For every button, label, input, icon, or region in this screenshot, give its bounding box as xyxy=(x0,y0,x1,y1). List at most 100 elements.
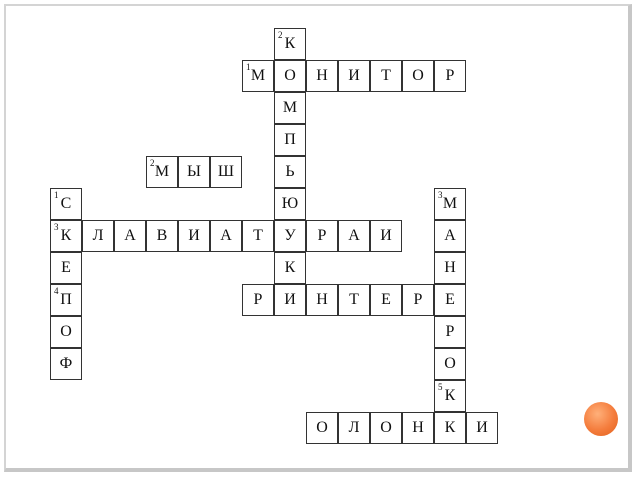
cell-letter: В xyxy=(156,227,168,244)
crossword-cell: Т xyxy=(338,284,370,316)
crossword-cell: И xyxy=(178,220,210,252)
cell-letter: У xyxy=(284,227,296,244)
crossword-cell: М xyxy=(274,92,306,124)
cell-letter: О xyxy=(316,419,328,436)
crossword-cell: И xyxy=(370,220,402,252)
cell-letter: Ы xyxy=(187,163,201,180)
crossword-cell: К xyxy=(434,412,466,444)
clue-number: 3 xyxy=(438,190,443,200)
clue-number: 2 xyxy=(150,158,155,168)
crossword-cell: Т xyxy=(370,60,402,92)
crossword-cell: П xyxy=(274,124,306,156)
crossword-cell: И xyxy=(338,60,370,92)
crossword-cell: Р xyxy=(402,284,434,316)
crossword-cell: А xyxy=(338,220,370,252)
crossword-cell: Е xyxy=(50,252,82,284)
cell-letter: К xyxy=(444,419,456,436)
clue-number: 4 xyxy=(54,286,59,296)
cell-letter: Л xyxy=(348,419,360,436)
cell-letter: П xyxy=(60,291,72,308)
cell-letter: Ь xyxy=(285,163,295,180)
cell-letter: К xyxy=(60,227,72,244)
cell-letter: И xyxy=(348,67,360,84)
cell-letter: И xyxy=(284,291,296,308)
crossword-cell: Е xyxy=(434,284,466,316)
cell-letter: О xyxy=(444,355,456,372)
cell-letter: Р xyxy=(413,291,423,308)
cell-letter: И xyxy=(380,227,392,244)
cell-letter: Р xyxy=(445,67,455,84)
clue-number: 5 xyxy=(438,382,443,392)
crossword-cell: О xyxy=(274,60,306,92)
crossword-cell: О xyxy=(50,316,82,348)
crossword-cell: А xyxy=(434,220,466,252)
cell-letter: К xyxy=(284,35,296,52)
cell-letter: И xyxy=(188,227,200,244)
slide-frame xyxy=(4,4,632,472)
cell-letter: С xyxy=(60,195,72,212)
cell-letter: Е xyxy=(61,259,71,276)
cell-letter: М xyxy=(282,99,298,116)
crossword-cell: Ф xyxy=(50,348,82,380)
crossword-cell: Л xyxy=(338,412,370,444)
decorative-dot xyxy=(584,402,618,436)
cell-letter: Е xyxy=(445,291,455,308)
crossword-cell: В xyxy=(146,220,178,252)
cell-letter: Н xyxy=(444,259,456,276)
cell-letter: К xyxy=(284,259,296,276)
crossword-cell: Р xyxy=(434,60,466,92)
cell-letter: А xyxy=(124,227,136,244)
crossword-cell: О xyxy=(370,412,402,444)
cell-letter: О xyxy=(284,67,296,84)
cell-letter: Н xyxy=(316,67,328,84)
cell-letter: М xyxy=(154,163,170,180)
cell-letter: М xyxy=(442,195,458,212)
cell-letter: А xyxy=(444,227,456,244)
cell-letter: И xyxy=(476,419,488,436)
crossword-cell: Ш xyxy=(210,156,242,188)
cell-letter: О xyxy=(412,67,424,84)
clue-number: 3 xyxy=(54,222,59,232)
crossword-cell: Р xyxy=(434,316,466,348)
crossword-cell: И xyxy=(274,284,306,316)
cell-letter: Р xyxy=(317,227,327,244)
cell-letter: Н xyxy=(316,291,328,308)
clue-number: 1 xyxy=(54,190,59,200)
crossword-cell: И xyxy=(466,412,498,444)
crossword-cell: О xyxy=(402,60,434,92)
crossword-cell: Ю xyxy=(274,188,306,220)
cell-letter: Ю xyxy=(281,195,299,212)
crossword-cell: У xyxy=(274,220,306,252)
cell-letter: Т xyxy=(381,67,391,84)
cell-letter: Ш xyxy=(217,163,235,180)
crossword-cell: Т xyxy=(242,220,274,252)
cell-letter: О xyxy=(60,323,72,340)
cell-letter: Р xyxy=(253,291,263,308)
crossword-cell: Н xyxy=(402,412,434,444)
cell-letter: Ф xyxy=(59,355,73,372)
crossword-cell: Р xyxy=(242,284,274,316)
crossword-cell: А xyxy=(114,220,146,252)
cell-letter: М xyxy=(250,67,266,84)
cell-letter: О xyxy=(380,419,392,436)
cell-letter: К xyxy=(444,387,456,404)
crossword-cell: Л xyxy=(82,220,114,252)
crossword-cell: А xyxy=(210,220,242,252)
crossword-cell: Н xyxy=(306,60,338,92)
crossword-cell: Н xyxy=(434,252,466,284)
cell-letter: Л xyxy=(92,227,104,244)
crossword-cell: Е xyxy=(370,284,402,316)
cell-letter: Т xyxy=(349,291,359,308)
cell-letter: П xyxy=(284,131,296,148)
cell-letter: А xyxy=(220,227,232,244)
crossword-cell: Р xyxy=(306,220,338,252)
cell-letter: Т xyxy=(253,227,263,244)
crossword-cell: О xyxy=(306,412,338,444)
clue-number: 1 xyxy=(246,62,251,72)
